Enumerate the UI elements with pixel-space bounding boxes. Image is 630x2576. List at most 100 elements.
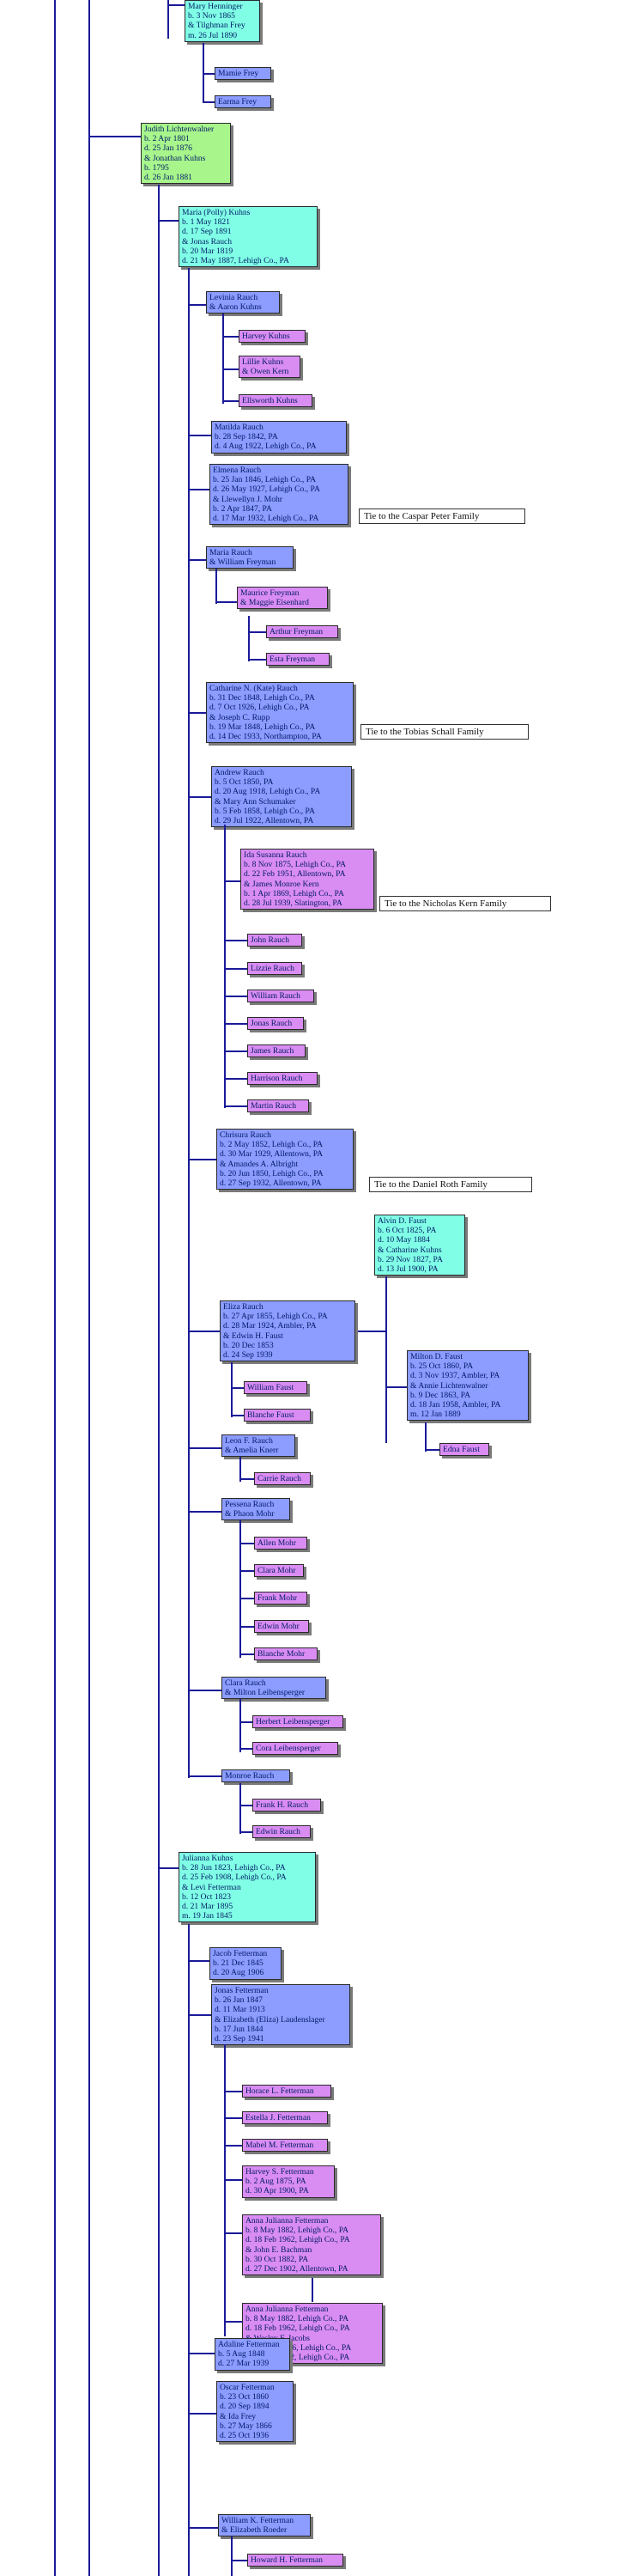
person-box-clara-rauch[interactable]: Clara Rauch& Milton Leibensperger [221,1677,326,1699]
person-detail: d. 20 Aug 1918, Lehigh Co., PA [215,787,321,797]
person-box-william-fetterman[interactable]: William K. Fetterman& Elizabeth Roeder [218,2514,311,2536]
person-detail: d. 20 Aug 1906 [213,1968,264,1978]
connector-line [239,1457,241,1482]
person-detail: & Levi Fetterman [182,1882,241,1892]
person-detail: d. 30 Apr 1900, PA [245,2186,309,2196]
person-box-edna-faust[interactable]: Edna Faust [439,1443,489,1456]
person-detail: & Milton Leibensperger [225,1688,306,1698]
person-detail: b. 2 Apr 1847, PA [213,503,272,514]
person-box-frank-rauch[interactable]: Frank H. Rauch [252,1799,321,1812]
person-box-mabel-fetterman[interactable]: Mabel M. Fetterman [242,2139,328,2152]
person-detail: d. 20 Sep 1894 [220,2402,270,2412]
person-box-monroe-rauch[interactable]: Monroe Rauch [221,1769,290,1782]
person-name: Maria (Polly) Kuhns [182,208,251,217]
person-box-harvey-kuhns[interactable]: Harvey Kuhns [239,330,306,343]
connector-line [239,1783,241,1834]
connector-line [232,1387,244,1389]
person-detail: & James Monroe Kern [244,879,319,889]
person-box-blanche-faust[interactable]: Blanche Faust [244,1409,311,1422]
person-box-lizzie-rauch[interactable]: Lizzie Rauch [247,962,302,975]
person-box-earma-frey[interactable]: Earma Frey [215,95,271,108]
person-box-cora-leibensperger[interactable]: Cora Leibensperger [252,1742,338,1755]
person-name: Blanche Faust [247,1410,294,1420]
person-detail: d. 29 Jul 1922, Allentown, PA [215,816,314,826]
person-detail: & Catharine Kuhns [378,1245,442,1255]
person-detail: b. 5 Aug 1848 [218,2349,265,2360]
person-box-william-rauch[interactable]: William Rauch [247,990,314,1002]
person-box-john-rauch[interactable]: John Rauch [247,934,302,947]
person-detail: b. 20 Jun 1850, Lehigh Co., PA [220,1168,324,1178]
person-box-horace-fetterman[interactable]: Horace L. Fetterman [242,2085,331,2098]
person-box-levinia-rauch[interactable]: Levinia Rauch& Aaron Kuhns [206,291,280,314]
person-box-howard-fetterman[interactable]: Howard H. Fetterman [247,2554,343,2567]
connector-line [225,2117,242,2119]
person-name: Edwin Rauch [256,1827,300,1836]
connector-line [240,1598,254,1599]
person-box-william-faust[interactable]: William Faust [244,1381,307,1394]
person-detail: d. 17 Sep 1891 [182,227,232,237]
person-detail: d. 21 May 1887, Lehigh Co., PA [182,256,289,266]
person-box-edwin-rauch[interactable]: Edwin Rauch [252,1825,311,1838]
person-box-leon-rauch[interactable]: Leon F. Rauch& Amelia Knerr [221,1434,295,1457]
person-box-esta-freyman[interactable]: Esta Freyman [266,653,330,666]
person-box-maria-rauch[interactable]: Maria Rauch& William Freyman [206,546,294,569]
person-detail: d. 28 Mar 1924, Ambler, PA [223,1321,317,1331]
connector-line [189,1511,221,1513]
person-box-arthur-freyman[interactable]: Arthur Freyman [266,625,338,638]
connector-line [240,1805,252,1806]
person-box-martin-rauch[interactable]: Martin Rauch [247,1099,309,1112]
person-detail: d. 25 Jan 1876 [144,143,192,154]
family-tie-link-nicholas-kern[interactable]: Tie to the Nicholas Kern Family [379,896,551,911]
person-box-edwin-mohr[interactable]: Edwin Mohr [254,1620,309,1633]
person-box-ellsworth-kuhns[interactable]: Ellsworth Kuhns [239,394,312,407]
person-name: Howard H. Fetterman [251,2555,323,2565]
person-box-harrison-rauch[interactable]: Harrison Rauch [247,1072,318,1085]
person-box-mamie-frey[interactable]: Mamie Frey [215,67,271,80]
person-detail: & Edwin H. Faust [223,1331,283,1341]
person-detail: & Joseph C. Rupp [209,712,270,722]
person-box-lillie-kuhns[interactable]: Lillie Kuhns& Owen Kern [239,356,300,378]
person-detail: & Jonas Rauch [182,236,233,247]
person-detail: & Mary Ann Schumaker [215,796,296,807]
connector-line [240,1653,254,1655]
person-box-herbert-leibensperger[interactable]: Herbert Leibensperger [252,1715,343,1728]
person-detail: d. 11 Mar 1913 [215,2005,265,2015]
person-box-jonas-rauch[interactable]: Jonas Rauch [247,1017,304,1030]
person-box-allen-mohr[interactable]: Allen Mohr [254,1537,307,1550]
family-tie-link-daniel-roth[interactable]: Tie to the Daniel Roth Family [369,1177,532,1192]
person-box-blanche-mohr[interactable]: Blanche Mohr [254,1647,318,1660]
connector-line [232,1415,244,1416]
person-box-frank-mohr[interactable]: Frank Mohr [254,1592,307,1605]
person-box-pessena-rauch[interactable]: Pessena Rauch& Phaon Mohr [221,1498,290,1520]
connector-line [240,1478,254,1480]
connector-line [189,1775,221,1777]
family-tie-link-tobias-schall[interactable]: Tie to the Tobias Schall Family [360,724,529,740]
person-name: Arthur Freyman [270,627,324,636]
person-name: Matilda Rauch [215,423,264,432]
person-box-carrie-rauch[interactable]: Carrie Rauch [254,1472,311,1485]
person-box-clara-mohr[interactable]: Clara Mohr [254,1564,304,1577]
person-box-maurice-freyman[interactable]: Maurice Freyman& Maggie Eisenhard [237,587,328,609]
person-box-james-rauch[interactable]: James Rauch [247,1044,306,1057]
family-tie-link-caspar-peter[interactable]: Tie to the Caspar Peter Family [359,509,525,524]
person-box-estella-fetterman[interactable]: Estella J. Fetterman [242,2111,328,2124]
